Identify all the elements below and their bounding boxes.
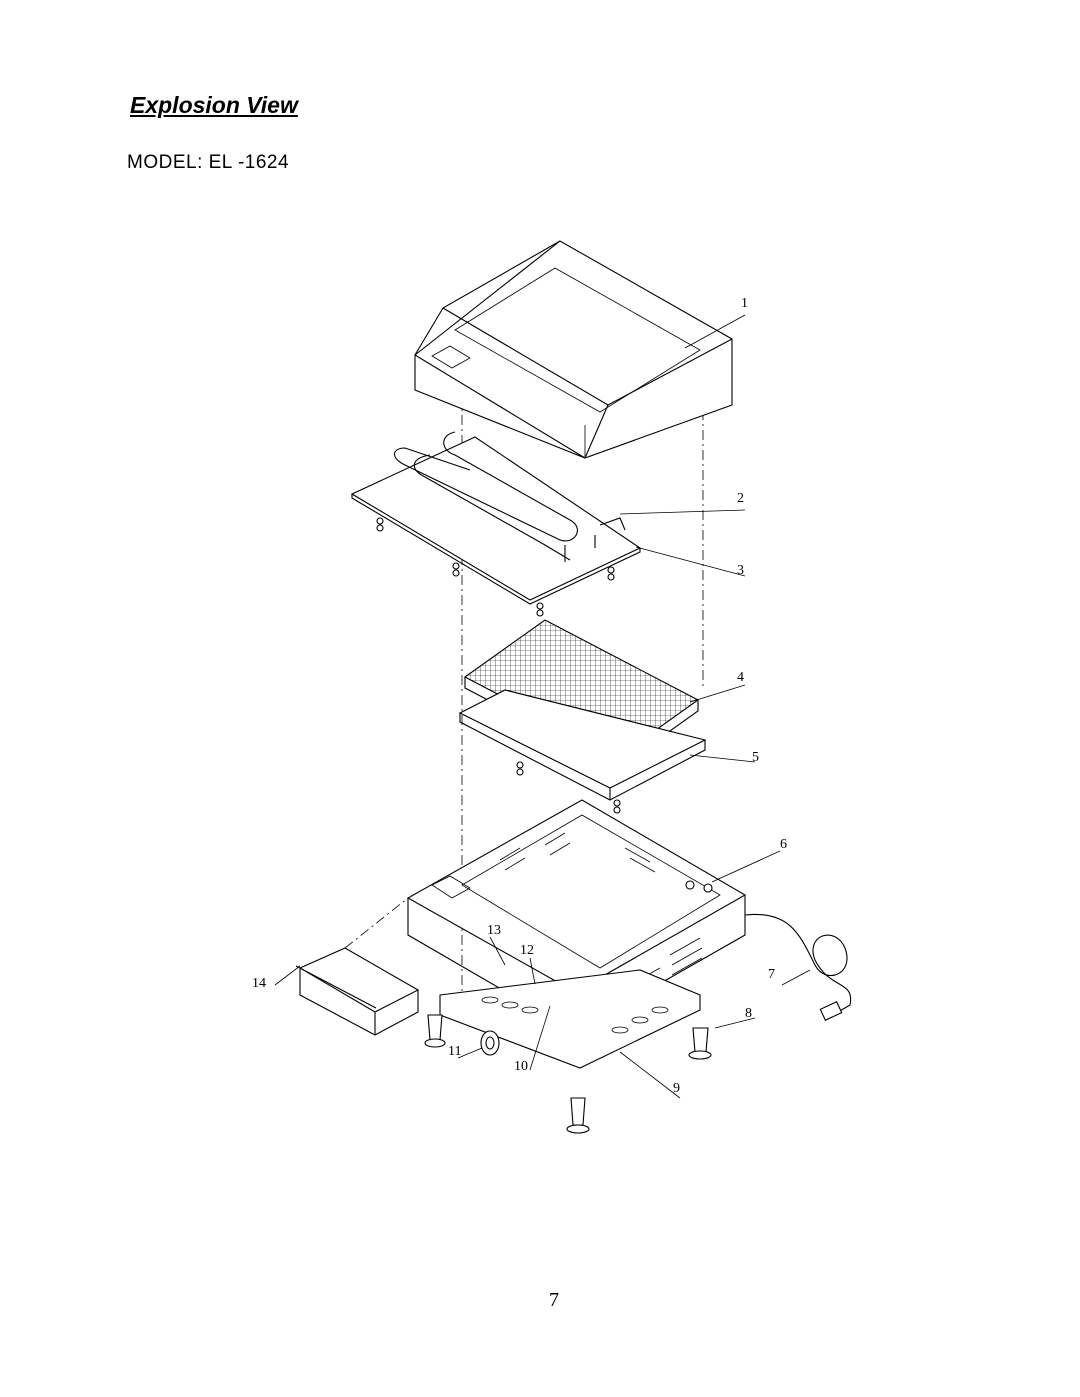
callout-label: 11 xyxy=(448,1044,461,1059)
callout-label: 14 xyxy=(252,976,266,991)
callout-label: 2 xyxy=(737,491,744,506)
callout-label: 7 xyxy=(768,967,775,982)
model-number: MODEL: EL -1624 xyxy=(127,152,290,173)
callout-label: 5 xyxy=(752,750,759,765)
base-frame-part xyxy=(406,799,747,1033)
callout-label: 1 xyxy=(741,296,748,311)
callout-label: 6 xyxy=(780,837,787,852)
bottom-plate-part xyxy=(439,969,701,1069)
callout-label: 13 xyxy=(487,923,501,938)
callout-label: 12 xyxy=(520,943,534,958)
callout-label: 9 xyxy=(673,1081,680,1096)
griddle-top-part xyxy=(414,240,733,459)
callout-label: 3 xyxy=(737,563,744,578)
drawer-part xyxy=(295,947,420,1036)
leg-part xyxy=(424,1014,712,1134)
callout-label: 4 xyxy=(737,670,744,685)
callout-label: 10 xyxy=(514,1059,528,1074)
tray-part xyxy=(458,689,707,814)
knob-part xyxy=(480,1030,500,1056)
page-number: 7 xyxy=(549,1289,559,1311)
callout-label: 8 xyxy=(745,1006,752,1021)
power-cord-part xyxy=(744,913,852,1021)
page-title: Explosion View xyxy=(130,92,298,118)
heating-element-part xyxy=(350,431,642,617)
